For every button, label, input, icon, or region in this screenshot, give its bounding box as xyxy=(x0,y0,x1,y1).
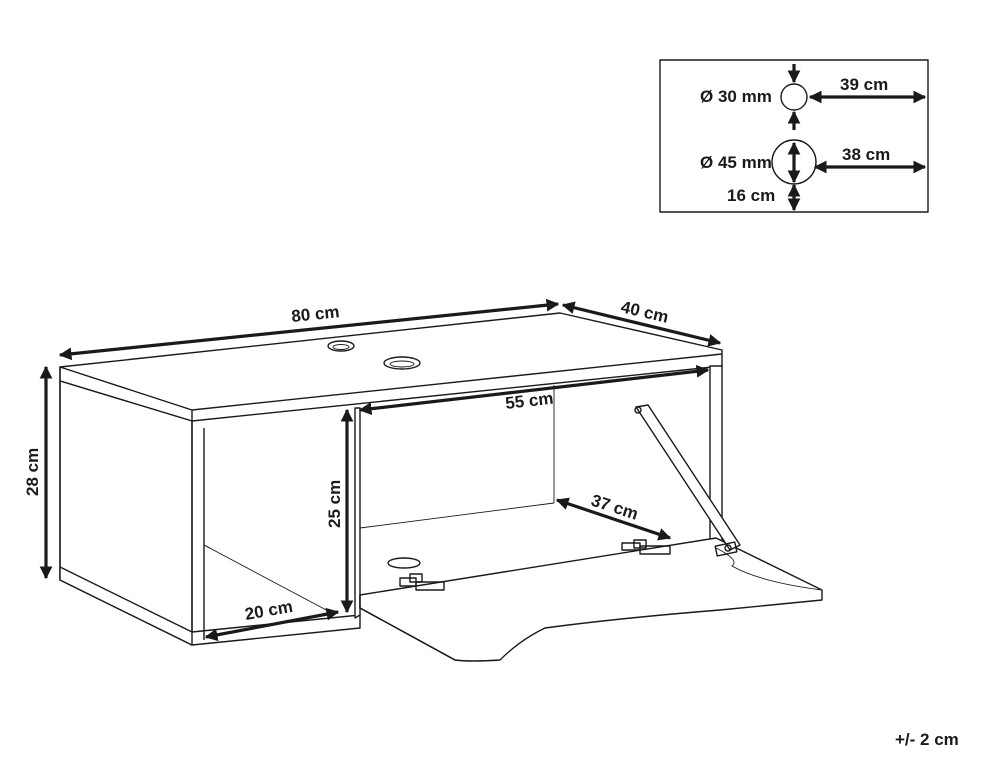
inset-frame xyxy=(659,59,929,213)
shelf-width-arrow xyxy=(204,607,340,642)
large-hole-distance-label: 38 cm xyxy=(842,145,890,164)
depth-label: 40 cm xyxy=(619,297,670,326)
small-hole-distance-label: 39 cm xyxy=(840,75,888,94)
small-hole-diameter-label: Ø 30 mm xyxy=(700,87,772,106)
large-hole-diameter-label: Ø 45 mm xyxy=(700,153,772,172)
top-front-edge xyxy=(59,366,193,411)
cabinet-door xyxy=(359,537,823,662)
inner-height-label: 25 cm xyxy=(325,480,344,528)
dimension-lines xyxy=(39,298,722,642)
right-compartment-floor-back xyxy=(359,502,555,529)
width-arrow xyxy=(58,298,560,361)
inner-width-arrow xyxy=(358,364,710,416)
hole-detail-inset: Ø 30 mm 39 cm Ø 45 mm 38 cm 16 cm xyxy=(659,59,929,213)
door-hinge-left xyxy=(399,573,445,591)
cabinet xyxy=(59,312,823,662)
door-wave-edge xyxy=(715,547,823,591)
cabinet-divider xyxy=(354,407,361,619)
large-hole-height-label: 16 cm xyxy=(727,186,775,205)
inner-width-label: 55 cm xyxy=(504,389,554,413)
depth-arrow xyxy=(561,301,722,347)
door-stay-arm xyxy=(634,404,741,557)
tolerance-label: +/- 2 cm xyxy=(895,730,959,749)
left-compartment-back xyxy=(203,428,211,549)
width-label: 80 cm xyxy=(290,302,340,326)
inner-depth-arrow xyxy=(555,497,672,541)
cabinet-top-surface xyxy=(59,312,723,422)
floor-hole-icon xyxy=(387,557,421,569)
small-hole-circle xyxy=(780,83,808,111)
height-label: 28 cm xyxy=(23,448,42,496)
left-compartment-floor xyxy=(203,544,331,613)
shelf-width-label: 20 cm xyxy=(243,597,294,624)
door-front-edge xyxy=(359,595,456,661)
